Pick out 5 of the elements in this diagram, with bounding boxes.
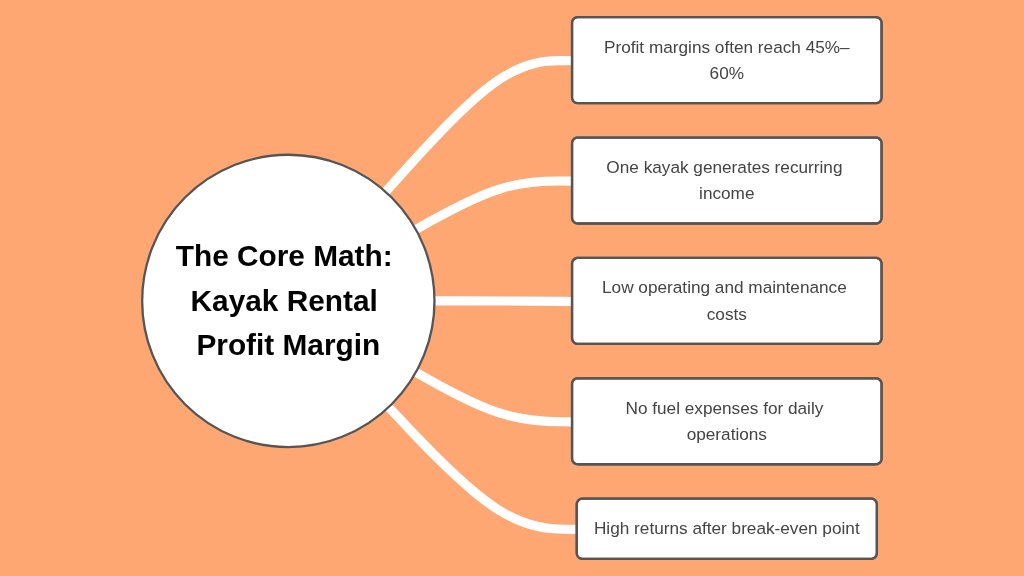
connector	[413, 368, 573, 427]
connector	[413, 176, 573, 234]
connector	[382, 56, 573, 195]
connector	[434, 296, 573, 307]
node-circle: The Core Math: Kayak Rental Profit Margin	[141, 153, 436, 449]
